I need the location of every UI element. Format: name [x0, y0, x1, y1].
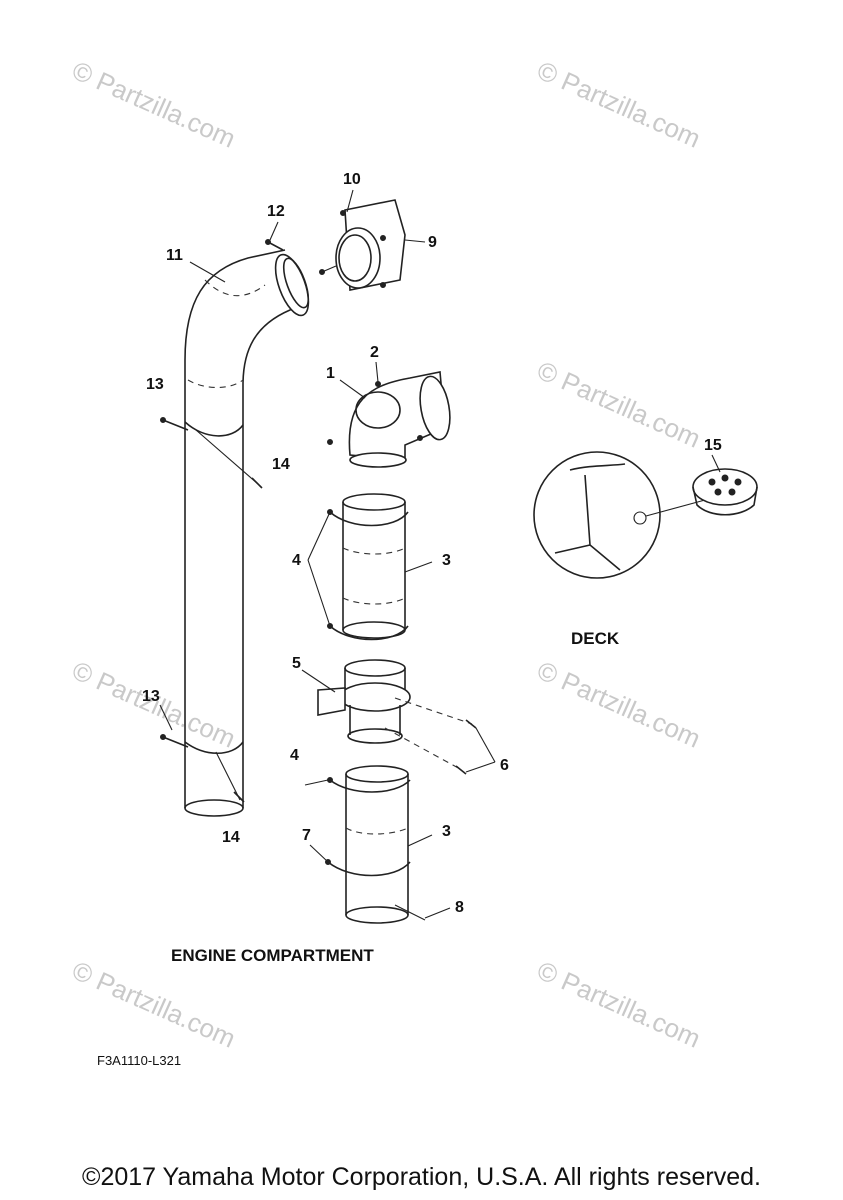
callout-14: 14: [272, 456, 290, 473]
figure-reference: F3A1110-L321: [97, 1053, 182, 1068]
vent-cover: [692, 468, 758, 516]
callout-10: 10: [343, 171, 361, 188]
hose: [325, 765, 426, 924]
callout-13: 13: [142, 688, 160, 705]
callout-3: 3: [442, 823, 451, 840]
deck-caption: DECK: [571, 629, 620, 648]
elbow-pipe: [327, 371, 451, 468]
callout-3: 3: [442, 552, 451, 569]
engine-compartment-caption: ENGINE COMPARTMENT: [171, 946, 374, 965]
callout-7: 7: [302, 827, 311, 844]
callout-5: 5: [292, 655, 301, 672]
callout-9: 9: [428, 234, 437, 251]
callout-4: 4: [290, 747, 299, 764]
joint-bracket: [317, 659, 477, 775]
copyright-notice: ©2017 Yamaha Motor Corporation, U.S.A. A…: [82, 1163, 761, 1191]
callout-6: 6: [500, 757, 509, 774]
screw: [215, 751, 245, 803]
deck-detail: [533, 451, 706, 579]
callout-4: 4: [292, 552, 301, 569]
leader-lines: [159, 189, 721, 919]
long-pipe: [160, 239, 310, 817]
callout-13: 13: [146, 376, 164, 393]
callout-2: 2: [370, 344, 379, 361]
callout-15: 15: [704, 437, 722, 454]
hose: [327, 493, 409, 641]
callout-14: 14: [222, 829, 240, 846]
screw: [195, 429, 263, 489]
fitting-flange: [319, 199, 406, 291]
callout-11: 11: [166, 247, 183, 264]
callout-8: 8: [455, 899, 464, 916]
callout-1: 1: [326, 365, 335, 382]
callout-12: 12: [267, 203, 285, 220]
